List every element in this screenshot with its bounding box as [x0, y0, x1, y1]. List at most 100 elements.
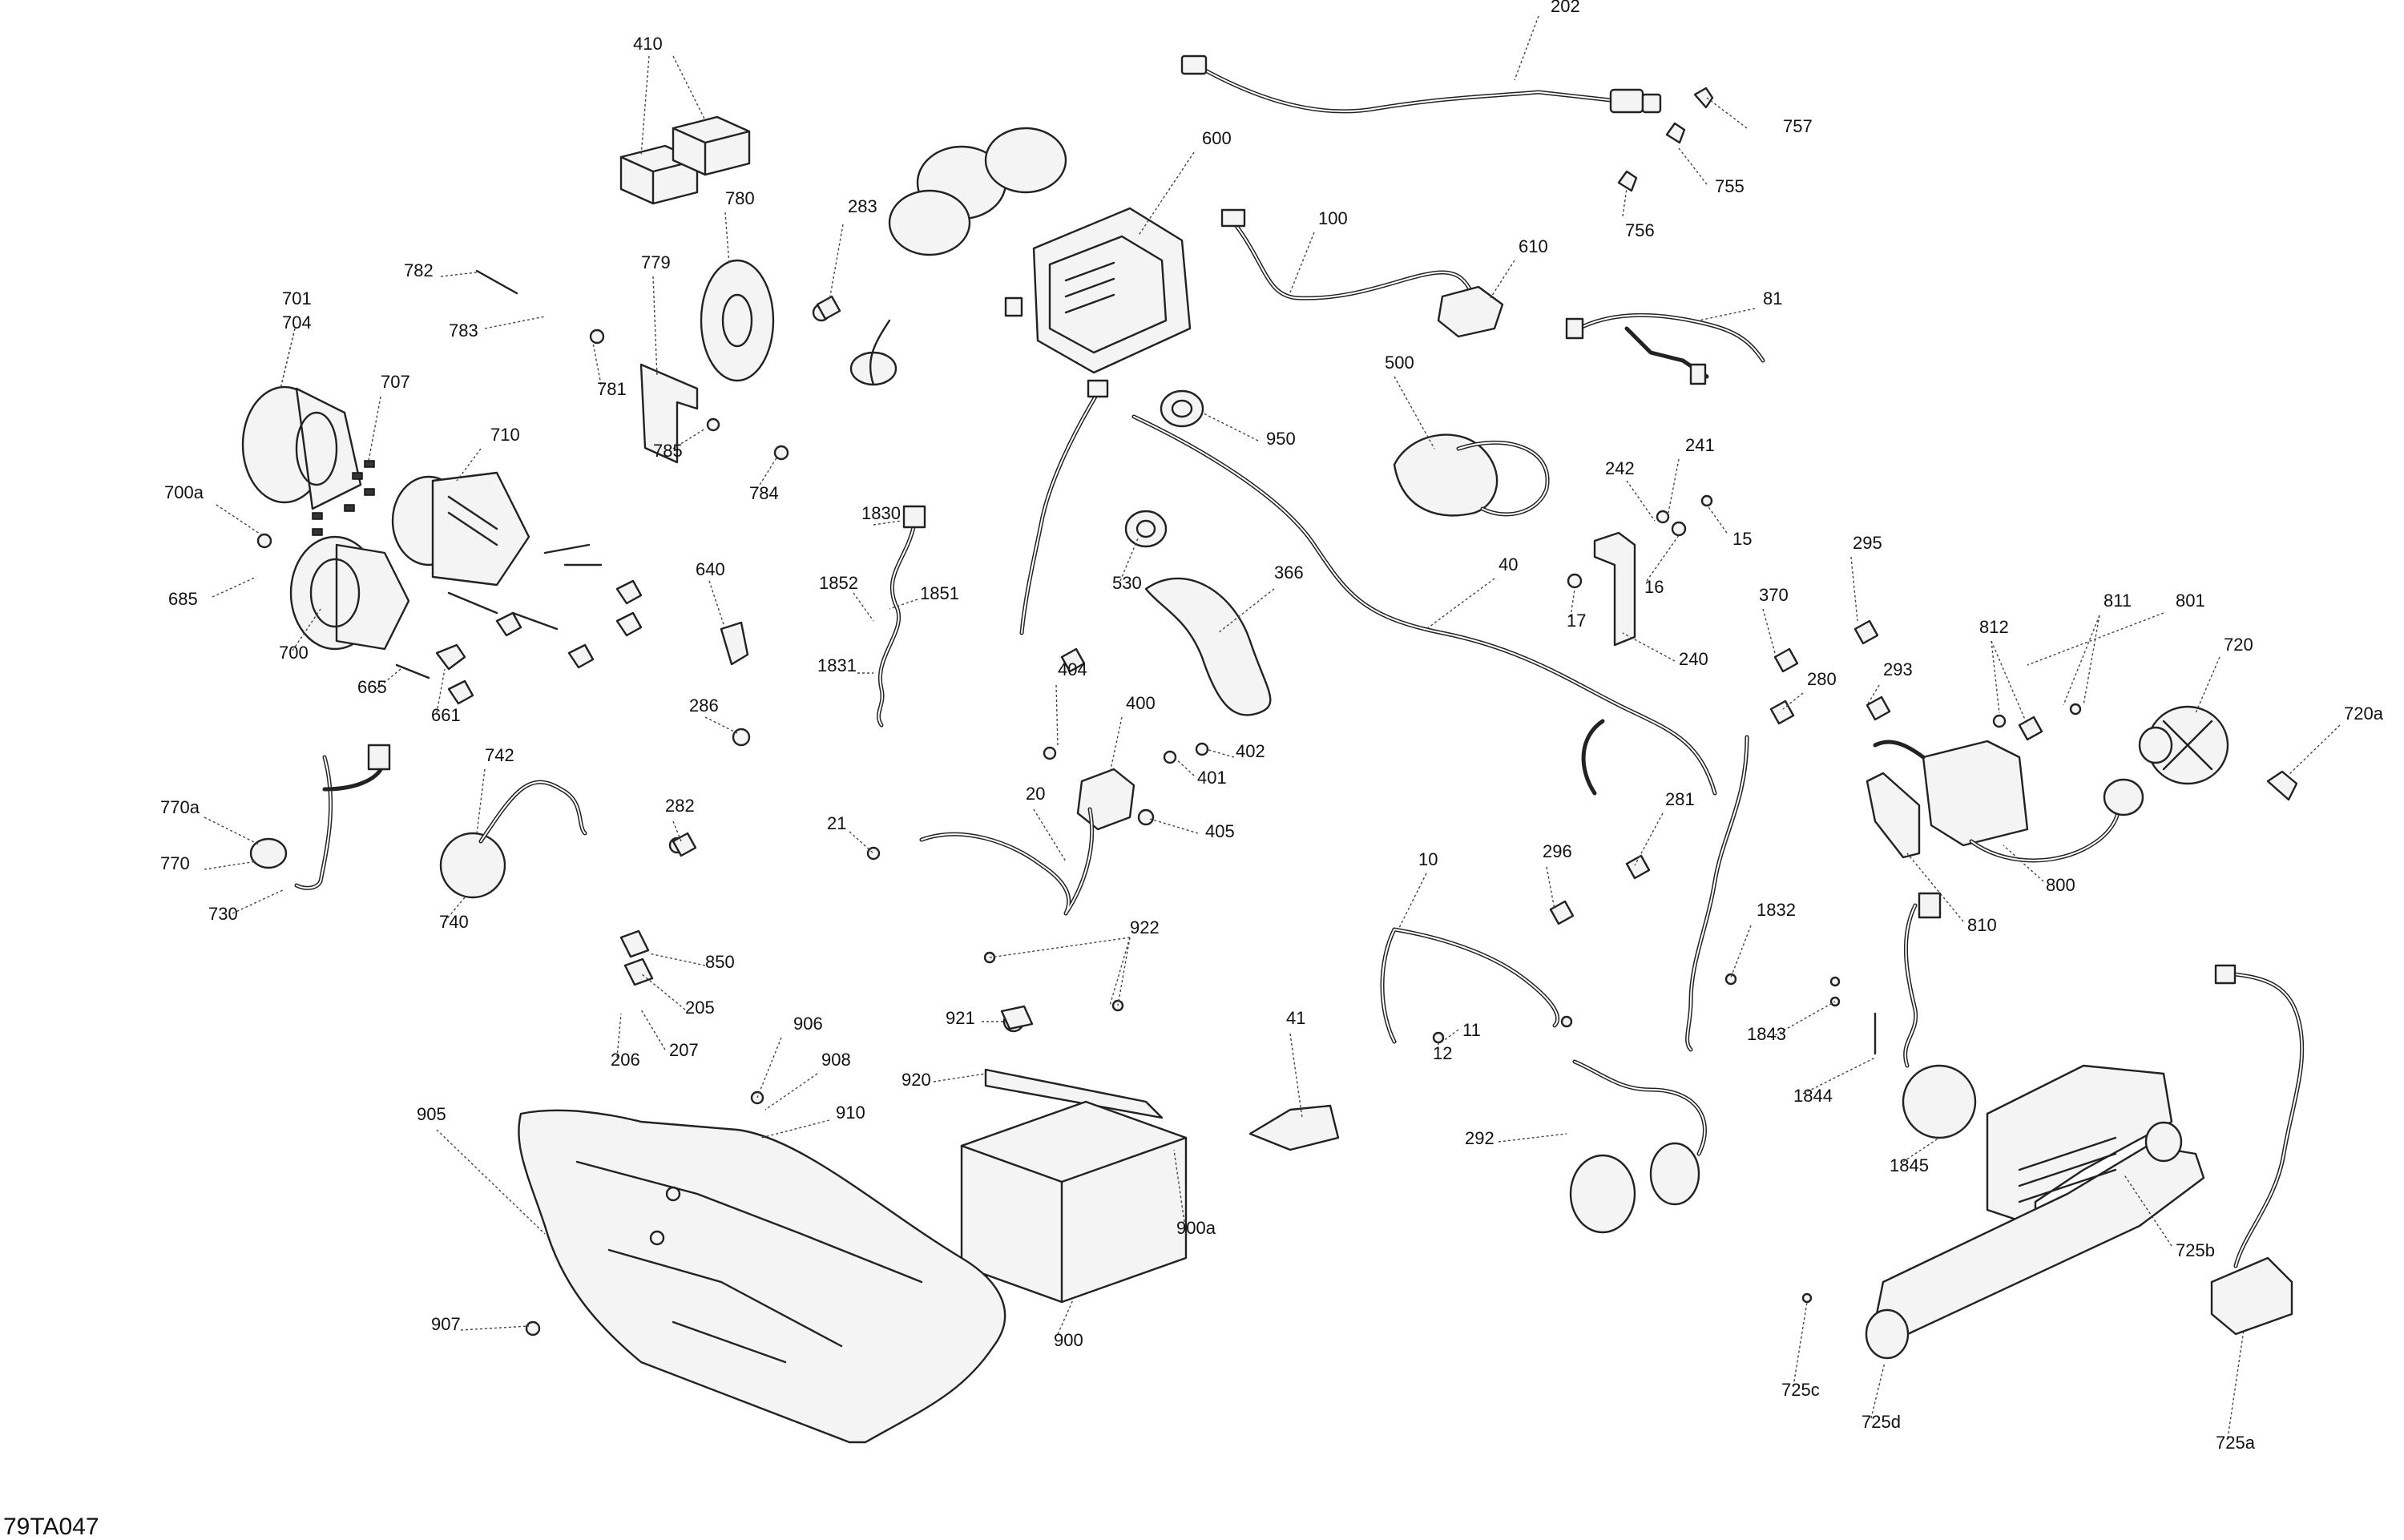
- leader-line-757: [1706, 97, 1748, 129]
- bracket-661: [435, 643, 466, 671]
- leader-line-366: [1217, 588, 1275, 634]
- callout-720: 720: [2224, 635, 2253, 655]
- callout-40: 40: [1498, 554, 1518, 574]
- leader-line-500: [1394, 376, 1435, 450]
- leader-line-205: [640, 973, 686, 1010]
- leader-line-1832: [1730, 925, 1752, 978]
- leader-line-907: [460, 1325, 530, 1331]
- leader-line-770a: [204, 816, 261, 846]
- callout-281: 281: [1665, 789, 1695, 809]
- leader-line-401: [1173, 756, 1195, 776]
- leader-line-281: [1634, 812, 1664, 866]
- lamp-292: [1569, 1059, 1707, 1234]
- leader-line-710: [456, 448, 482, 482]
- leader-line-781: [592, 342, 602, 385]
- leader-line-922: [1109, 937, 1131, 1006]
- callout-740: 740: [439, 912, 469, 932]
- leader-line-779: [652, 276, 658, 377]
- callout-15: 15: [1732, 529, 1752, 549]
- callout-10: 10: [1418, 849, 1438, 869]
- leader-line-782: [440, 272, 478, 277]
- callout-17: 17: [1567, 611, 1586, 631]
- callout-900a: 900a: [1176, 1218, 1216, 1238]
- callout-240: 240: [1679, 649, 1708, 669]
- harness-202: [1180, 54, 1662, 114]
- leader-line-21: [849, 831, 874, 854]
- callout-405: 405: [1205, 821, 1235, 841]
- leader-line-756: [1622, 187, 1628, 217]
- leader-line-202: [1514, 15, 1539, 81]
- leader-line-207: [640, 1009, 666, 1050]
- battery-900: [960, 1100, 1188, 1304]
- leader-line-41: [1289, 1033, 1303, 1119]
- callout-783: 783: [449, 320, 478, 341]
- leader-line-370: [1762, 608, 1776, 654]
- callout-785: 785: [653, 441, 683, 461]
- callout-1845: 1845: [1890, 1155, 1929, 1175]
- callout-922: 922: [1130, 917, 1160, 937]
- leader-line-920: [933, 1073, 986, 1082]
- hardware-misc: [256, 295, 2082, 1336]
- callout-282: 282: [665, 796, 695, 816]
- callout-242: 242: [1605, 458, 1635, 478]
- callout-685: 685: [168, 589, 198, 609]
- leader-line-850: [648, 953, 706, 966]
- leader-line-282: [672, 820, 682, 842]
- callout-700: 700: [279, 643, 309, 663]
- bulbs-755-757: [1617, 87, 1714, 192]
- reflector-725d: [1865, 1308, 1910, 1360]
- battery-tray-905: [518, 1109, 1006, 1444]
- switch-530: [1124, 510, 1168, 548]
- callout-16: 16: [1644, 577, 1664, 597]
- leader-line-725d: [1870, 1361, 1886, 1419]
- callout-756: 756: [1625, 220, 1655, 240]
- leader-line-296: [1546, 866, 1555, 910]
- callout-782: 782: [404, 260, 434, 280]
- cable-20: [919, 807, 1095, 916]
- callout-780: 780: [725, 188, 755, 208]
- bolt-782: [475, 269, 518, 295]
- leader-line-811: [2063, 615, 2100, 706]
- callout-640: 640: [696, 559, 725, 579]
- callout-725a: 725a: [2216, 1433, 2256, 1453]
- callout-1830: 1830: [861, 503, 901, 523]
- callout-11: 11: [1462, 1020, 1481, 1040]
- leader-line-740: [444, 897, 466, 922]
- leader-line-685: [212, 576, 257, 598]
- leader-line-293: [1866, 684, 1880, 706]
- callout-720a: 720a: [2344, 703, 2384, 724]
- callout-401: 401: [1197, 768, 1227, 788]
- callout-283: 283: [848, 196, 877, 216]
- callout-725c: 725c: [1781, 1380, 1820, 1400]
- leader-line-410: [672, 55, 706, 121]
- leader-line-770: [204, 861, 257, 870]
- callout-812: 812: [1979, 617, 2009, 637]
- callout-292: 292: [1465, 1128, 1494, 1148]
- lamp-connector-800: [2103, 778, 2144, 816]
- callout-900: 900: [1054, 1330, 1083, 1350]
- leader-line-922: [989, 937, 1131, 958]
- leader-line-922: [1117, 937, 1131, 1006]
- leader-line-240: [1622, 632, 1676, 662]
- leader-line-402: [1205, 748, 1235, 758]
- throttle-body-600: [849, 127, 1192, 386]
- leader-line-730: [232, 889, 285, 914]
- leader-line-405: [1149, 818, 1199, 834]
- callout-755: 755: [1715, 176, 1745, 196]
- callout-850: 850: [705, 952, 735, 972]
- callout-810: 810: [1967, 915, 1997, 935]
- callout-779: 779: [641, 252, 671, 272]
- leader-line-283: [829, 224, 844, 301]
- harness-1845: [1902, 892, 1977, 1139]
- headlight-module-710: [391, 471, 530, 587]
- leader-line-780: [724, 212, 730, 265]
- callout-801: 801: [2176, 591, 2205, 611]
- callout-910: 910: [836, 1103, 865, 1123]
- leader-line-725c: [1793, 1301, 1808, 1387]
- callout-530: 530: [1112, 573, 1142, 593]
- callout-410: 410: [633, 34, 663, 54]
- leader-lines: [204, 15, 2341, 1439]
- callout-20: 20: [1026, 784, 1045, 804]
- callout-905: 905: [417, 1104, 446, 1124]
- leader-line-910: [760, 1119, 830, 1139]
